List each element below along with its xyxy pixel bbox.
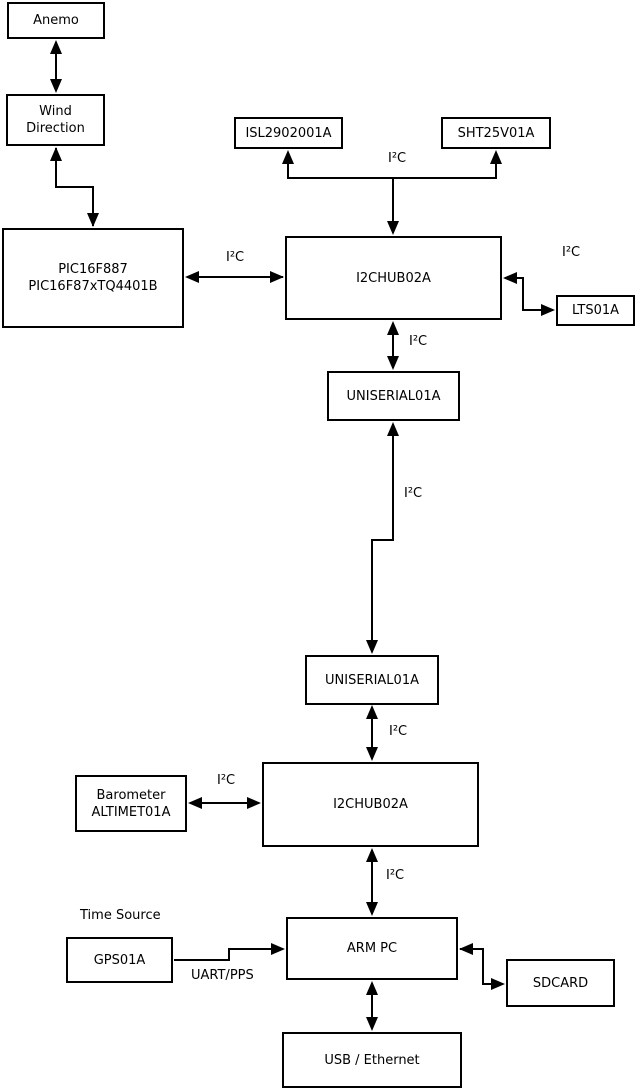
node-label: USB / Ethernet bbox=[324, 1052, 420, 1068]
label-time-source: Time Source bbox=[80, 908, 161, 923]
node-uniserial01a-bottom: UNISERIAL01A bbox=[305, 655, 439, 705]
connector-hub-top-lts bbox=[503, 272, 555, 316]
label-uart-pps: UART/PPS bbox=[191, 968, 254, 983]
node-anemo: Anemo bbox=[7, 2, 105, 39]
node-isl2902001a: ISL2902001A bbox=[234, 117, 343, 149]
node-wind-direction: Wind Direction bbox=[6, 94, 105, 146]
connector-armpc-sdcard bbox=[459, 943, 505, 990]
connector-hub-top-uniserial bbox=[387, 321, 399, 370]
node-label: UNISERIAL01A bbox=[325, 672, 419, 688]
edge-label-i2c-hub-uniserial: I²C bbox=[409, 334, 428, 349]
connector-gps-armpc bbox=[174, 943, 285, 961]
node-label: Anemo bbox=[33, 13, 79, 28]
edge-label-i2c-long-link: I²C bbox=[404, 486, 423, 501]
connector-wind-pic bbox=[50, 147, 99, 227]
connector-barometer-hub-bottom bbox=[188, 797, 261, 809]
node-label: I2CHUB02A bbox=[356, 270, 431, 286]
node-label: LTS01A bbox=[571, 303, 620, 318]
connector-uniserial-hub-bottom bbox=[366, 705, 378, 761]
node-barometer-altimet01a: Barometer ALTIMET01A bbox=[75, 775, 187, 832]
connector-pic-hub-top bbox=[185, 271, 284, 283]
node-i2chub02a-bottom: I2CHUB02A bbox=[262, 762, 479, 847]
node-label: GPS01A bbox=[93, 952, 146, 968]
node-lts01a: LTS01A bbox=[556, 295, 635, 326]
node-label: ARM PC bbox=[346, 941, 398, 956]
edge-label-i2c-sensors: I²C bbox=[388, 151, 407, 166]
connector-hub-bottom-armpc bbox=[366, 848, 378, 916]
node-i2chub02a-top: I2CHUB02A bbox=[285, 236, 502, 320]
node-gps01a: GPS01A bbox=[66, 937, 173, 983]
edge-label-i2c-lts: I²C bbox=[562, 245, 581, 260]
edge-label-i2c-barometer: I²C bbox=[217, 773, 236, 788]
node-label: Barometer ALTIMET01A bbox=[91, 787, 171, 820]
node-label: ISL2902001A bbox=[245, 125, 332, 141]
node-label: PIC16F887 PIC16F87xTQ4401B bbox=[28, 262, 158, 294]
node-sdcard: SDCARD bbox=[506, 959, 615, 1007]
node-sht25v01a: SHT25V01A bbox=[441, 117, 551, 149]
node-uniserial01a-top: UNISERIAL01A bbox=[327, 371, 460, 421]
connector-armpc-usb bbox=[366, 981, 378, 1031]
edge-label-i2c-pic-hub: I²C bbox=[226, 250, 245, 265]
node-usb-ethernet: USB / Ethernet bbox=[282, 1032, 462, 1088]
node-pic16f887: PIC16F887 PIC16F87xTQ4401B bbox=[2, 228, 184, 328]
node-label: I2CHUB02A bbox=[333, 797, 408, 812]
node-arm-pc: ARM PC bbox=[286, 917, 458, 980]
edge-label-i2c-uniserial-hub: I²C bbox=[389, 724, 408, 739]
connector-anemo-wind bbox=[50, 40, 62, 93]
node-label: SDCARD bbox=[532, 975, 589, 991]
node-label: SHT25V01A bbox=[457, 125, 535, 141]
connector-hub-top-sensors bbox=[282, 150, 502, 235]
edge-label-i2c-hub-armpc: I²C bbox=[386, 868, 405, 883]
node-label: UNISERIAL01A bbox=[346, 388, 441, 404]
connector-uniserial-uniserial bbox=[366, 422, 399, 654]
node-label: Wind Direction bbox=[26, 104, 85, 136]
